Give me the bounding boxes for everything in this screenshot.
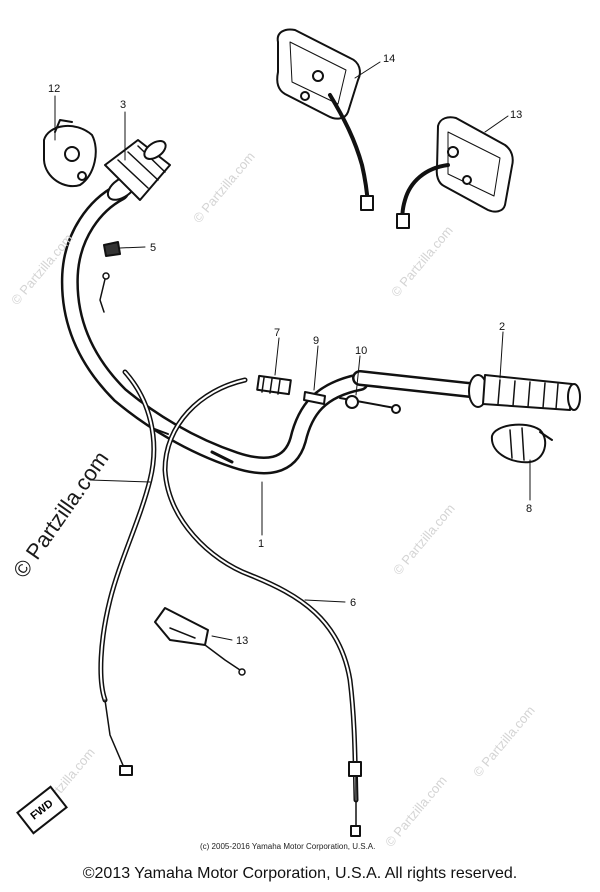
- fwd-label: FWD: [28, 797, 56, 823]
- callout-10: 10: [355, 345, 367, 357]
- cable-adjuster: [256, 374, 292, 396]
- switch-bracket: [154, 607, 246, 676]
- callout-2: 2: [499, 321, 505, 333]
- callout-5: 5: [150, 242, 156, 254]
- callout-13: 13: [510, 109, 522, 121]
- right-switch: [490, 423, 553, 464]
- callout-labels: 12 3 5 7 9 10 2 8 1 6 13 14 13: [48, 53, 532, 647]
- leader-lines: [54, 61, 531, 641]
- handlebar: [60, 183, 369, 475]
- lever-holder: [303, 391, 401, 414]
- throttle-cable: [162, 377, 362, 837]
- callout-3: 3: [120, 99, 126, 111]
- callout-6: 6: [350, 597, 356, 609]
- left-grip: [104, 139, 171, 201]
- callout-11: 12: [48, 83, 60, 95]
- mirror-right: [396, 116, 514, 229]
- footer-copyright: ©2013 Yamaha Motor Corporation, U.S.A. A…: [82, 865, 518, 882]
- callout-1: 1: [258, 538, 264, 550]
- callout-8: 8: [526, 503, 532, 515]
- mirror-left: [276, 28, 374, 211]
- callout-12: 13: [236, 635, 248, 647]
- callout-7: 7: [274, 327, 280, 339]
- wire-clamp: [99, 241, 121, 313]
- small-copyright: (c) 2005-2016 Yamaha Motor Corporation, …: [200, 842, 376, 851]
- callout-14: 14: [383, 53, 395, 65]
- left-switch: [43, 119, 97, 188]
- right-grip: [352, 370, 581, 411]
- left-cable: [98, 369, 157, 776]
- callout-9: 9: [313, 335, 319, 347]
